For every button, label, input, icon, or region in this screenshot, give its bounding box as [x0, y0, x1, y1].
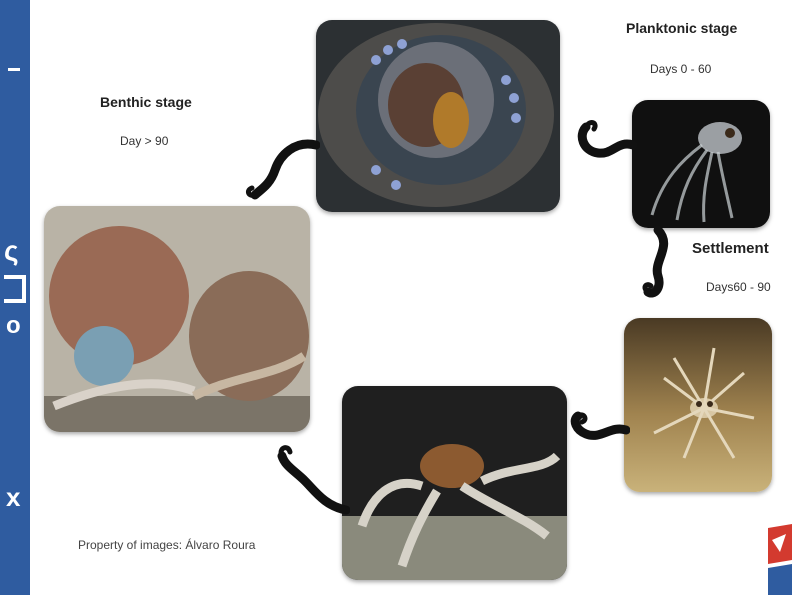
- photo-planktonic-paralarva: [632, 100, 770, 228]
- edge-dash-mark: [8, 68, 20, 71]
- photo-benthic-adults: [44, 206, 310, 432]
- settlement-title: Settlement: [692, 240, 769, 257]
- tentacle-arrow-icon: [638, 226, 688, 301]
- benthic-stage-title: Benthic stage: [100, 94, 192, 110]
- planktonic-stage-title: Planktonic stage: [626, 20, 737, 36]
- life-cycle-slide: Benthic stage Day > 90 Planktonic stage …: [30, 0, 794, 595]
- photo-juvenile: [342, 386, 567, 580]
- edge-glyph-o: o: [6, 312, 21, 340]
- image-credit: Property of images: Álvaro Roura: [78, 538, 255, 552]
- tentacle-arrow-icon: [568, 105, 638, 175]
- photo-settlement: [624, 318, 772, 492]
- planktonic-stage-days: Days 0 - 60: [650, 62, 711, 76]
- tentacle-arrow-icon: [240, 135, 320, 205]
- edge-glyph-block: [4, 275, 26, 303]
- logo-icon: [766, 520, 794, 595]
- edge-glyph-s: ς: [4, 235, 19, 267]
- photo-brooding-female: [316, 20, 560, 212]
- tentacle-arrow-icon: [566, 410, 630, 450]
- settlement-days: Days60 - 90: [706, 280, 771, 294]
- left-edge-panel: ς o x: [0, 0, 30, 595]
- benthic-stage-days: Day > 90: [120, 134, 168, 148]
- tentacle-arrow-icon: [270, 436, 350, 516]
- edge-glyph-x: x: [6, 482, 20, 513]
